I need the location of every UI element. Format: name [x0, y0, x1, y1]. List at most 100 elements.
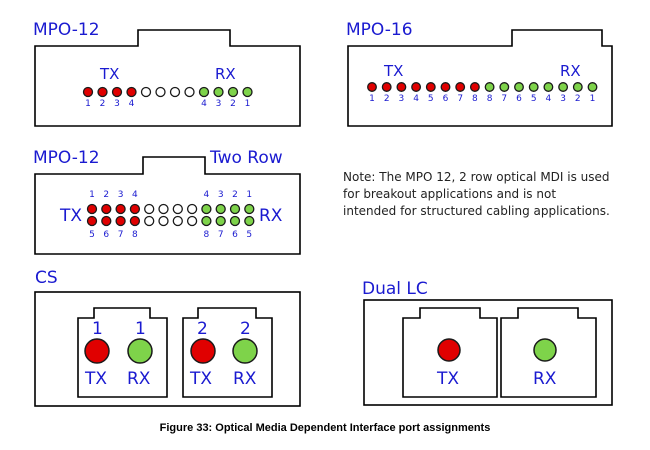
mpo16-pin-rx — [558, 82, 569, 92]
cs-port-2-tx-number: 2 — [197, 319, 208, 339]
mpo12-two-row-top-pin-empty — [144, 203, 155, 215]
mpo12-two-row-bottom-pin-empty — [158, 215, 169, 227]
mpo12-rx-number: 1 — [245, 99, 251, 109]
mpo12-two-row-bottom-pin-rx — [244, 215, 255, 227]
mpo16-pin-tx — [455, 82, 466, 92]
mpo12-two-row-connector-outline — [34, 156, 301, 255]
cs-port-1: 1 1 TX RX — [77, 307, 168, 398]
mpo16-pin-tx — [425, 82, 436, 92]
mpo16-pin-number: 7 — [501, 94, 507, 104]
mpo16-pin-number: 5 — [428, 94, 434, 104]
mpo12-two-row-tx-label: TX — [59, 206, 82, 226]
cs-title: CS — [35, 268, 58, 288]
mpo12-tx-number: 4 — [129, 99, 135, 109]
cs-port-2-rx-label: RX — [233, 369, 257, 389]
cs-port-1-tx-label: TX — [84, 369, 107, 389]
figure-caption: Figure 33: Optical Media Dependent Inter… — [160, 422, 491, 434]
mpo12-two-row-bottom-tx-number: 8 — [132, 230, 138, 240]
cs-port-1-rx-led — [127, 338, 153, 364]
mpo12-tx-number: 2 — [100, 99, 106, 109]
mpo12-pin-tx — [97, 86, 108, 98]
mpo16-pin-rx — [528, 82, 539, 92]
mpo12-two-row-bottom-pin-empty — [186, 215, 198, 227]
mpo12-two-row-bottom-tx-number: 5 — [89, 230, 95, 240]
mpo12-tx-number: 1 — [85, 99, 91, 109]
mpo12-two-row-bottom-rx-number: 7 — [218, 230, 224, 240]
mpo12-two-row-top-tx-number: 4 — [132, 190, 138, 200]
mpo12-two-row-bottom-pins — [86, 215, 255, 227]
mpo12-two-row-bottom-tx-number: 6 — [103, 230, 109, 240]
mpo16-connector-outline — [347, 29, 613, 127]
mpo12-rx-label: RX — [215, 65, 236, 83]
mpo12-pin-rx — [242, 86, 253, 98]
mpo12-pin-tx — [111, 86, 123, 98]
mpo12-two-row-bottom-tx-number: 7 — [118, 230, 124, 240]
mpo12-two-row-top-pin-empty — [158, 203, 169, 215]
mpo12-rx-number: 3 — [216, 99, 222, 109]
mpo12-two-row-bottom-rx-number: 5 — [246, 230, 252, 240]
mpo12-two-row-top-pin-tx — [86, 203, 98, 215]
mpo16-pin-number: 3 — [560, 94, 566, 104]
mpo12-two-row-bottom-rx-number: 8 — [204, 230, 210, 240]
mpo12-two-row-title: MPO-12 — [33, 148, 100, 168]
cs-port-1-outline — [77, 307, 168, 398]
mpo12-two-row-top-tx-number: 2 — [103, 190, 109, 200]
mpo12-pin-rx — [213, 86, 224, 98]
mpo12-tx-label: TX — [99, 65, 119, 83]
mpo16-pin-number: 2 — [575, 94, 581, 104]
mpo12-two-row-top-tx-number: 3 — [118, 190, 124, 200]
dual-lc-port-rx: RX — [500, 307, 597, 398]
mpo12-two-row-top-rx-number: 4 — [204, 190, 210, 200]
mpo12-title: MPO-12 — [33, 20, 100, 40]
mpo12-two-row-bottom-rx-number: 6 — [232, 230, 238, 240]
dual-lc-tx-label: TX — [436, 369, 459, 389]
mpo12-two-row-top-pin-rx — [229, 203, 241, 215]
mpo12-two-row-bottom-pin-rx — [201, 215, 212, 227]
dual-lc-panel: Dual LC TX RX — [362, 279, 613, 406]
cs-port-1-rx-number: 1 — [135, 319, 146, 339]
dual-lc-title: Dual LC — [362, 279, 428, 299]
cs-port-2-outline — [182, 307, 273, 398]
cs-port-1-rx-label: RX — [127, 369, 151, 389]
cs-port-1-tx-led — [84, 338, 110, 364]
cs-panel: CS 1 1 TX RX 2 2 TX RX — [34, 268, 301, 407]
mpo12-pin-empty — [155, 86, 166, 98]
mpo16-pin-number: 8 — [472, 94, 478, 104]
mpo12-pin-tx — [126, 86, 137, 98]
cs-port-2-tx-led — [190, 338, 216, 364]
mpo12-two-row-top-pin-tx — [101, 203, 112, 215]
mpo12-two-row-top-pin-tx — [129, 203, 141, 215]
mpo12-two-row-top-pin-rx — [215, 203, 226, 215]
mpo16-pin-number: 3 — [399, 94, 405, 104]
mpo16-title: MPO-16 — [346, 20, 413, 40]
mpo16-pin-number: 7 — [457, 94, 463, 104]
mpo12-two-row-subtitle: Two Row — [209, 148, 283, 168]
mpo12-two-row-top-pin-empty — [186, 203, 198, 215]
mpo16-pin-number: 6 — [443, 94, 449, 104]
cs-port-2-rx-led — [232, 338, 258, 364]
mpo12-two-row-bottom-pin-tx — [129, 215, 141, 227]
mpo12-connector-outline — [34, 29, 301, 127]
mpo16-rx-label: RX — [560, 62, 581, 80]
cs-port-2: 2 2 TX RX — [182, 307, 273, 398]
mpo16-pin-tx — [396, 82, 407, 92]
mpo12-rx-number: 4 — [201, 99, 207, 109]
mpo12-two-row-bottom-pin-tx — [101, 215, 112, 227]
mpo12-two-row-top-rx-number: 1 — [246, 190, 252, 200]
mpo16-pin-tx — [469, 82, 480, 92]
dual-lc-tx-led — [437, 338, 461, 362]
mpo12-pin-tx — [82, 86, 94, 98]
mpo12-two-row-top-pin-rx — [201, 203, 212, 215]
mpo12-rx-number: 2 — [230, 99, 236, 109]
cs-port-2-rx-number: 2 — [240, 319, 251, 339]
mpo16-pin-number: 4 — [546, 94, 552, 104]
mpo16-pin-number: 8 — [487, 94, 493, 104]
mpo16-pin-rx — [543, 82, 554, 92]
mpo12-two-row-rx-label: RX — [259, 206, 283, 226]
mpo12-two-row-top-pins — [86, 203, 255, 215]
